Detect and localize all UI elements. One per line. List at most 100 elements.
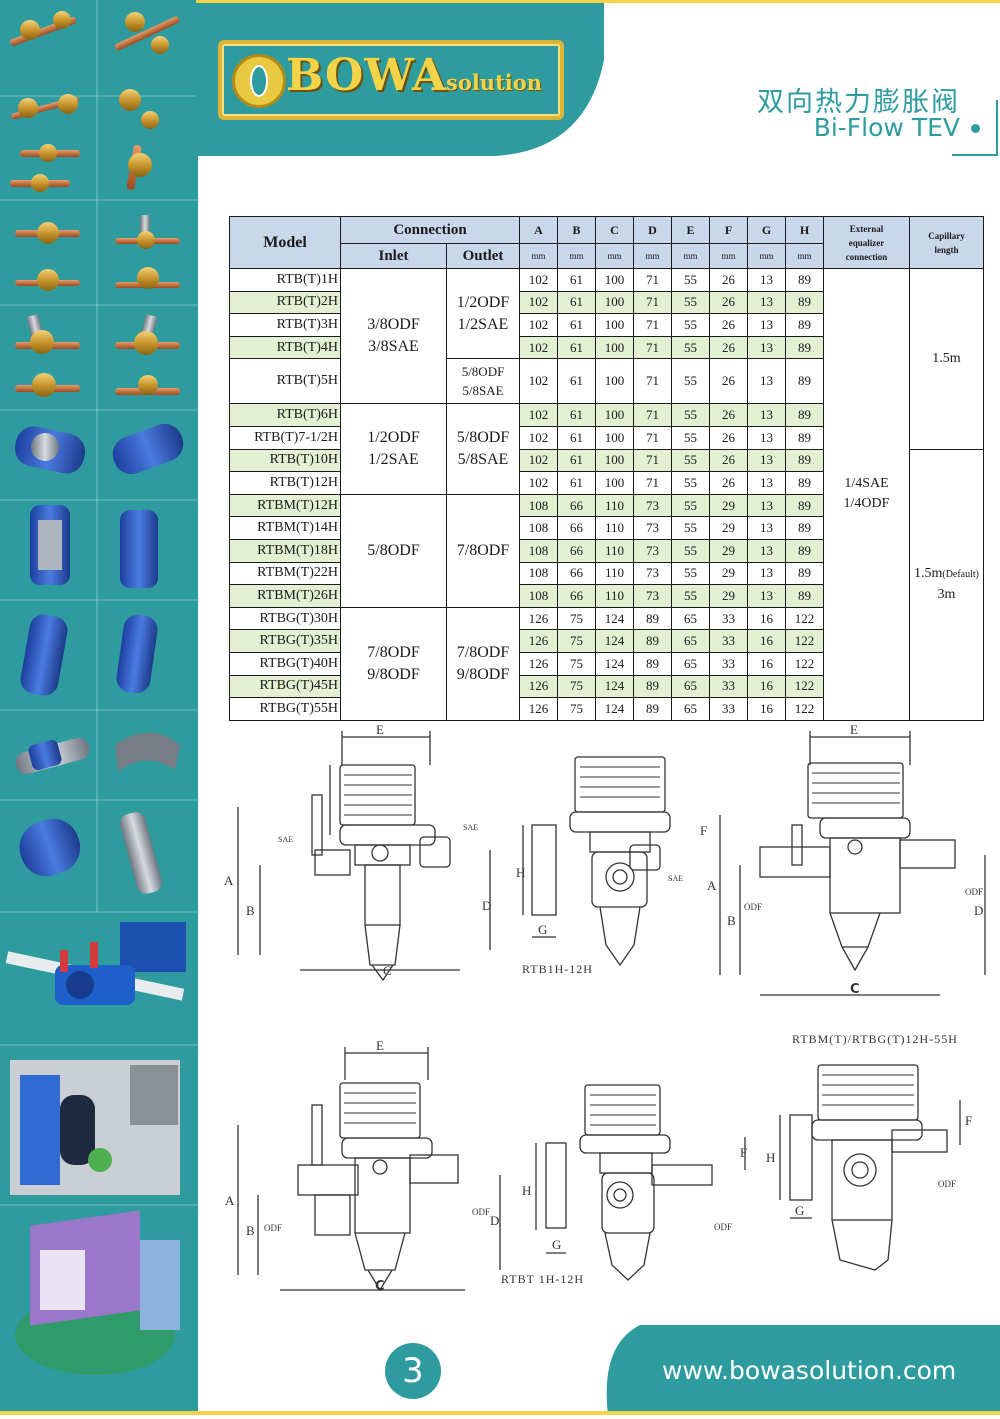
dim-label-g: G [538, 922, 547, 937]
cell-dim-b: 66 [557, 516, 596, 540]
cell-dim-a: 126 [519, 629, 558, 653]
cell-dim-h: 89 [785, 561, 824, 586]
cell-dim-f: 26 [709, 335, 748, 360]
cell-dim-a: 108 [519, 561, 558, 586]
cell-model: RTBG(T)55H [229, 697, 341, 721]
cell-dim-e: 55 [671, 516, 710, 540]
cell-dim-h: 89 [785, 403, 824, 427]
odf-label: ODF [714, 1222, 732, 1232]
drawing-rtb-odf-labels: E A B C ODF ODF D [707, 725, 983, 997]
cell-model: RTB(T)2H [229, 290, 341, 315]
title-rule [952, 154, 998, 156]
header-dim-e: E [671, 216, 710, 244]
drawing-caption-rtbm: RTBM(T)/RTBG(T)12H-55H [792, 1032, 958, 1046]
spec-table: Model Connection A B C D E F G H Externa… [229, 216, 984, 721]
header-dim-a: A [519, 216, 558, 244]
cell-dim-b: 61 [557, 358, 596, 405]
cell-dim-h: 89 [785, 516, 824, 540]
cell-dim-f: 29 [709, 493, 748, 518]
cell-dim-b: 61 [557, 403, 596, 427]
cell-dim-h: 122 [785, 629, 824, 653]
cell-dim-d: 71 [633, 358, 672, 405]
cell-outlet: 7/8ODF [446, 493, 520, 608]
technical-drawings: E A B C D SAE SAE H G F SAE RTB [224, 725, 986, 1294]
website-link[interactable]: www.bowasolution.com [662, 1356, 957, 1385]
cell-dim-e: 55 [671, 290, 710, 315]
cell-model: RTBG(T)45H [229, 674, 341, 699]
dim-label-d: D [974, 903, 983, 918]
odf-label: ODF [264, 1223, 282, 1233]
drawing-rtb-sae-labels: E A B C D SAE SAE [224, 725, 491, 978]
cell-dim-g: 13 [747, 335, 786, 360]
drawing-rtb1h-12h-labels: H G F SAE RTB1H-12H [516, 823, 707, 976]
cell-dim-e: 55 [671, 268, 710, 292]
cell-capillary: 1.5m(Default)3m [909, 448, 984, 721]
cell-dim-e: 55 [671, 538, 710, 563]
drawing-rtbt-odf-labels: E A B ODF C ODF D [225, 1038, 499, 1294]
cell-dim-b: 61 [557, 268, 596, 292]
cell-dim-c: 124 [595, 697, 634, 721]
cell-dim-g: 13 [747, 358, 786, 405]
cell-dim-c: 124 [595, 674, 634, 699]
cell-dim-b: 75 [557, 629, 596, 653]
cell-dim-a: 102 [519, 403, 558, 427]
header-unit: mm [519, 243, 558, 269]
cell-dim-d: 73 [633, 561, 672, 586]
sae-label: SAE [668, 874, 683, 883]
odf-label: ODF [965, 887, 983, 897]
cell-dim-g: 16 [747, 629, 786, 653]
cell-dim-g: 13 [747, 471, 786, 495]
cell-dim-b: 61 [557, 448, 596, 473]
header-unit: mm [709, 243, 748, 269]
cell-dim-c: 100 [595, 268, 634, 292]
product-strip [0, 0, 198, 1415]
cell-dim-e: 55 [671, 358, 710, 405]
odf-label: ODF [472, 1207, 490, 1217]
cell-dim-h: 89 [785, 425, 824, 450]
cell-dim-h: 89 [785, 493, 824, 518]
cell-dim-g: 13 [747, 493, 786, 518]
dim-label-e: E [376, 725, 384, 737]
dim-label-b: B [246, 903, 255, 918]
odf-label: ODF [744, 902, 762, 912]
cell-dim-b: 61 [557, 335, 596, 360]
cell-dim-h: 122 [785, 674, 824, 699]
cell-model: RTB(T)7-1/2H [229, 425, 341, 450]
cell-model: RTB(T)4H [229, 335, 341, 360]
cell-dim-e: 65 [671, 606, 710, 631]
cell-dim-f: 26 [709, 471, 748, 495]
cell-dim-a: 108 [519, 516, 558, 540]
cell-dim-d: 89 [633, 674, 672, 699]
cell-dim-g: 16 [747, 674, 786, 699]
dim-label-f: F [700, 823, 707, 838]
cell-dim-b: 66 [557, 584, 596, 608]
sae-label: SAE [278, 835, 293, 844]
cell-dim-c: 110 [595, 584, 634, 608]
cell-dim-h: 89 [785, 538, 824, 563]
dim-label-f: F [740, 1145, 747, 1160]
cell-dim-h: 89 [785, 268, 824, 292]
cell-dim-g: 13 [747, 561, 786, 586]
cell-dim-a: 126 [519, 651, 558, 676]
cell-dim-d: 71 [633, 448, 672, 473]
cell-dim-d: 71 [633, 268, 672, 292]
cell-dim-f: 26 [709, 358, 748, 405]
cell-dim-a: 102 [519, 335, 558, 360]
cell-dim-g: 13 [747, 290, 786, 315]
cell-dim-b: 66 [557, 493, 596, 518]
cell-dim-b: 61 [557, 313, 596, 337]
cell-dim-f: 29 [709, 538, 748, 563]
cell-dim-d: 89 [633, 606, 672, 631]
drawing-rtb1h-12h [522, 756, 671, 967]
cell-dim-f: 26 [709, 268, 748, 292]
cell-dim-b: 61 [557, 425, 596, 450]
dim-label-c: C [383, 963, 392, 978]
cell-dim-a: 102 [519, 358, 558, 405]
